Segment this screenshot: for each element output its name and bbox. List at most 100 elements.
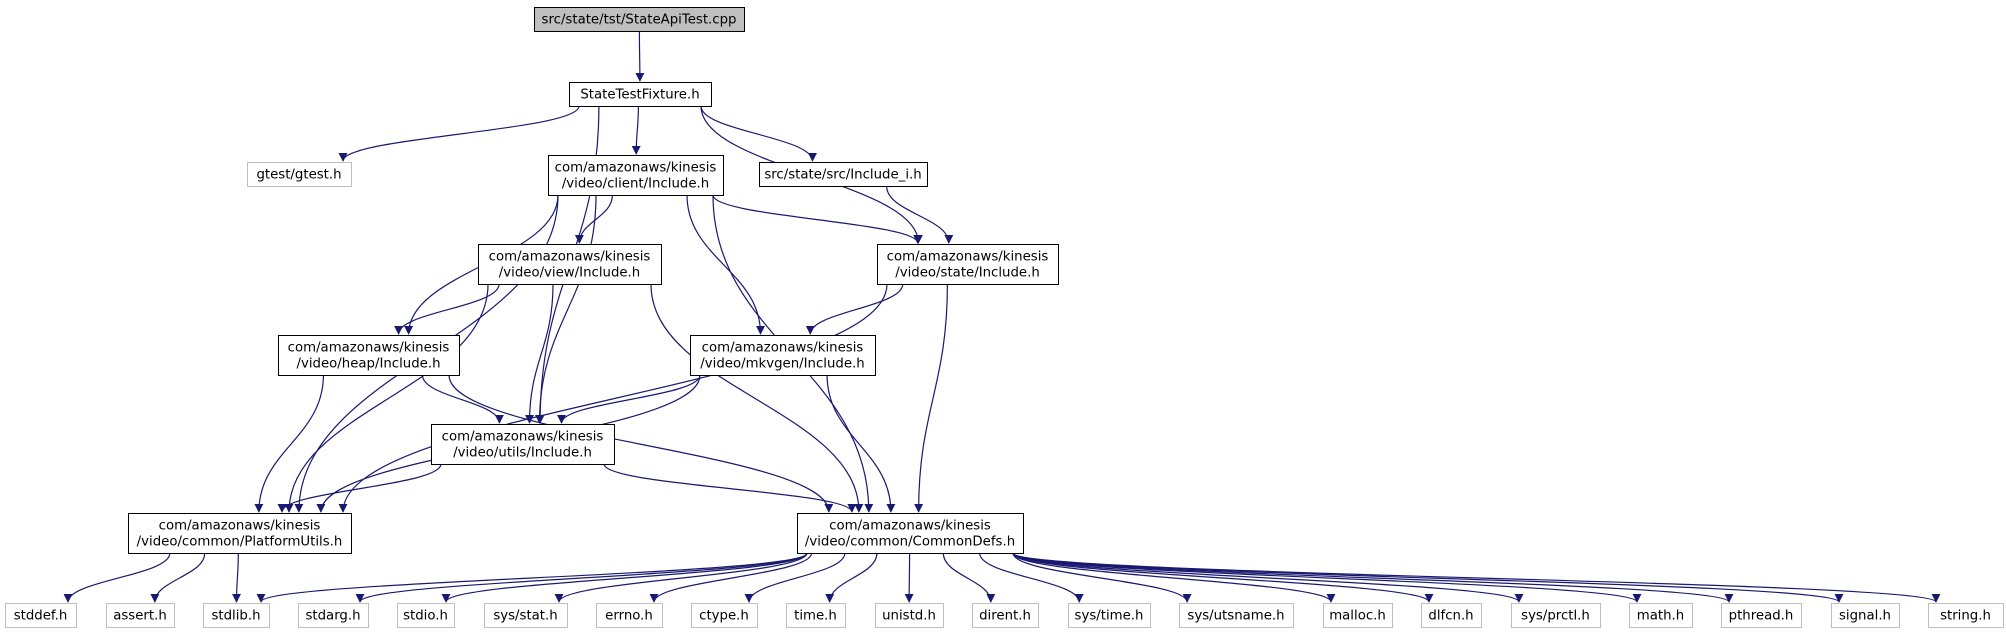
node-ctype: ctype.h — [691, 603, 758, 628]
node-unistd: unistd.h — [875, 603, 944, 628]
node-heap-box — [278, 335, 460, 376]
edge-commondefs-to-sysprctl — [1012, 552, 1524, 603]
node-commondefs-label-0: com/amazonaws/kinesis — [829, 519, 991, 534]
node-stdarg-box — [298, 603, 369, 628]
node-pthread: pthread.h — [1721, 603, 1802, 628]
node-time: time.h — [786, 603, 846, 628]
node-view[interactable]: com/amazonaws/kinesis/video/view/Include… — [478, 244, 662, 285]
node-sysstat-box — [484, 603, 568, 628]
edge-platform-to-assert — [150, 552, 206, 603]
node-errno-label-0: errno.h — [605, 609, 653, 624]
node-include_i[interactable]: src/state/src/Include_i.h — [759, 162, 928, 187]
node-client[interactable]: com/amazonaws/kinesis/video/client/Inclu… — [548, 155, 724, 196]
edge-state-to-commondefs — [914, 283, 948, 513]
node-dlfcn: dlfcn.h — [1421, 603, 1482, 628]
edge-commondefs-to-dlfcn — [1012, 552, 1434, 603]
node-mkvgen-box — [690, 335, 876, 376]
edge-commondefs-to-pthread — [1012, 552, 1734, 603]
node-sysutsname: sys/utsname.h — [1179, 603, 1294, 628]
edge-heap-to-commondefs — [448, 374, 834, 513]
edge-client-to-utils — [535, 194, 597, 424]
node-ctype-box — [691, 603, 758, 628]
edge-state-to-platform — [338, 283, 888, 513]
node-heap[interactable]: com/amazonaws/kinesis/video/heap/Include… — [278, 335, 460, 376]
node-utils-label-1: /video/utils/Include.h — [453, 446, 592, 461]
node-time-box — [786, 603, 846, 628]
node-fixture[interactable]: StateTestFixture.h — [569, 82, 712, 107]
node-malloc-label-0: malloc.h — [1329, 609, 1386, 624]
node-commondefs-box — [797, 513, 1024, 554]
node-stdlib: stdlib.h — [203, 603, 270, 628]
node-root[interactable]: src/state/tst/StateApiTest.cpp — [534, 7, 745, 32]
node-string-box — [1928, 603, 2004, 628]
node-sysprctl: sys/prctl.h — [1511, 603, 1601, 628]
node-root-box — [534, 7, 745, 32]
node-math: math.h — [1629, 603, 1693, 628]
node-dirent-label-0: dirent.h — [979, 609, 1031, 624]
node-utils[interactable]: com/amazonaws/kinesis/video/utils/Includ… — [431, 424, 615, 465]
edge-commondefs-to-malloc — [1012, 552, 1336, 603]
node-platform-label-1: /video/common/PlatformUtils.h — [137, 535, 343, 550]
edge-commondefs-to-math — [1012, 552, 1642, 603]
edge-fixture-to-gtest — [338, 105, 580, 162]
edge-view-to-heap — [394, 283, 500, 335]
edge-state-to-mkvgen — [805, 283, 904, 335]
node-view-label-1: /video/view/Include.h — [499, 266, 640, 281]
node-signal-label-0: signal.h — [1839, 609, 1891, 624]
edge-commondefs-to-stdlib — [256, 552, 808, 603]
edge-view-to-commondefs — [650, 283, 864, 513]
node-sysprctl-label-0: sys/prctl.h — [1521, 609, 1590, 624]
edge-client-to-state — [712, 194, 923, 244]
node-stdlib-label-0: stdlib.h — [211, 609, 260, 624]
node-root-label-0: src/state/tst/StateApiTest.cpp — [542, 13, 737, 28]
edge-platform-to-stddef — [63, 552, 171, 603]
edge-commondefs-to-ctype — [744, 552, 846, 603]
node-fixture-label-0: StateTestFixture.h — [580, 88, 699, 103]
nodes-layer: src/state/tst/StateApiTest.cppStateTestF… — [5, 7, 2004, 628]
node-sysprctl-box — [1511, 603, 1601, 628]
node-sysstat: sys/stat.h — [484, 603, 568, 628]
edge-commondefs-to-time — [825, 552, 878, 603]
edge-commondefs-to-unistd — [904, 552, 914, 603]
node-client-label-1: /video/client/Include.h — [562, 177, 709, 192]
node-commondefs[interactable]: com/amazonaws/kinesis/video/common/Commo… — [797, 513, 1024, 554]
node-mkvgen-label-0: com/amazonaws/kinesis — [702, 341, 864, 356]
node-heap-label-1: /video/heap/Include.h — [296, 357, 440, 372]
node-systime-box — [1068, 603, 1151, 628]
node-gtest: gtest/gtest.h — [247, 162, 352, 187]
node-stddef-label-0: stddef.h — [14, 609, 68, 624]
node-dirent: dirent.h — [972, 603, 1039, 628]
node-string-label-0: string.h — [1940, 609, 1991, 624]
edge-client-to-view — [574, 194, 613, 244]
node-view-box — [478, 244, 662, 285]
edge-heap-to-utils — [421, 374, 504, 424]
node-platform-box — [128, 513, 352, 554]
edge-commondefs-to-stdio — [441, 552, 808, 603]
edge-fixture-to-client — [631, 105, 641, 155]
edge-commondefs-to-systime — [979, 552, 1084, 603]
node-platform[interactable]: com/amazonaws/kinesis/video/common/Platf… — [128, 513, 352, 554]
edge-commondefs-to-errno — [649, 552, 813, 603]
node-state[interactable]: com/amazonaws/kinesis/video/state/Includ… — [877, 244, 1059, 285]
node-stdio-label-0: stdio.h — [403, 609, 448, 624]
node-assert-box — [106, 603, 175, 628]
node-utils-label-0: com/amazonaws/kinesis — [442, 430, 604, 445]
node-dlfcn-box — [1421, 603, 1482, 628]
node-stdio-box — [397, 603, 455, 628]
edge-fixture-to-include_i — [700, 105, 817, 162]
edge-mkvgen-to-utils — [557, 374, 701, 424]
edge-commondefs-to-string — [1012, 552, 1941, 603]
node-mkvgen-label-1: /video/mkvgen/Include.h — [700, 357, 864, 372]
node-systime-label-0: sys/time.h — [1075, 609, 1144, 624]
edge-platform-to-stdlib — [232, 552, 242, 603]
edge-utils-to-platform — [277, 463, 442, 513]
edge-view-to-utils — [525, 283, 554, 424]
node-stdlib-box — [203, 603, 270, 628]
node-systime: sys/time.h — [1068, 603, 1151, 628]
node-unistd-label-0: unistd.h — [882, 609, 936, 624]
node-time-label-0: time.h — [794, 609, 837, 624]
node-string: string.h — [1928, 603, 2004, 628]
node-mkvgen[interactable]: com/amazonaws/kinesis/video/mkvgen/Inclu… — [690, 335, 876, 376]
edge-client-to-mkvgen — [686, 194, 765, 335]
edge-commondefs-to-signal — [1012, 552, 1844, 603]
